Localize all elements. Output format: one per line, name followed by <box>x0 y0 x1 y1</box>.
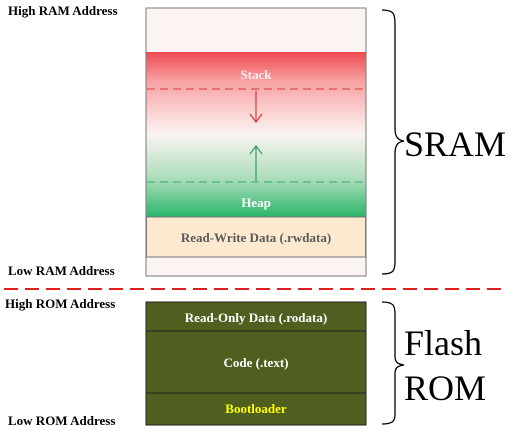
high-ram-address-label: High RAM Address <box>8 3 118 18</box>
low-ram-address-label: Low RAM Address <box>8 263 115 278</box>
bootloader-label: Bootloader <box>225 401 287 416</box>
stack-label: Stack <box>240 67 272 82</box>
heap-growth-arrow-icon <box>249 145 263 181</box>
heap-label: Heap <box>241 195 271 210</box>
rom-label: ROM <box>404 368 486 408</box>
rodata-label: Read-Only Data (.rodata) <box>185 310 327 325</box>
rwdata-region <box>146 216 366 258</box>
flash-block <box>145 301 367 426</box>
low-rom-address-label: Low ROM Address <box>8 413 115 428</box>
high-rom-address-label: High ROM Address <box>5 296 115 311</box>
code-text-label: Code (.text) <box>224 355 289 370</box>
sram-label: SRAM <box>404 124 506 164</box>
flash-brace-icon <box>381 301 405 425</box>
sram-brace-icon <box>381 9 405 275</box>
stack-growth-arrow-icon <box>249 91 263 123</box>
rwdata-label: Read-Write Data (.rwdata) <box>181 230 331 245</box>
flash-label: Flash <box>404 323 482 363</box>
